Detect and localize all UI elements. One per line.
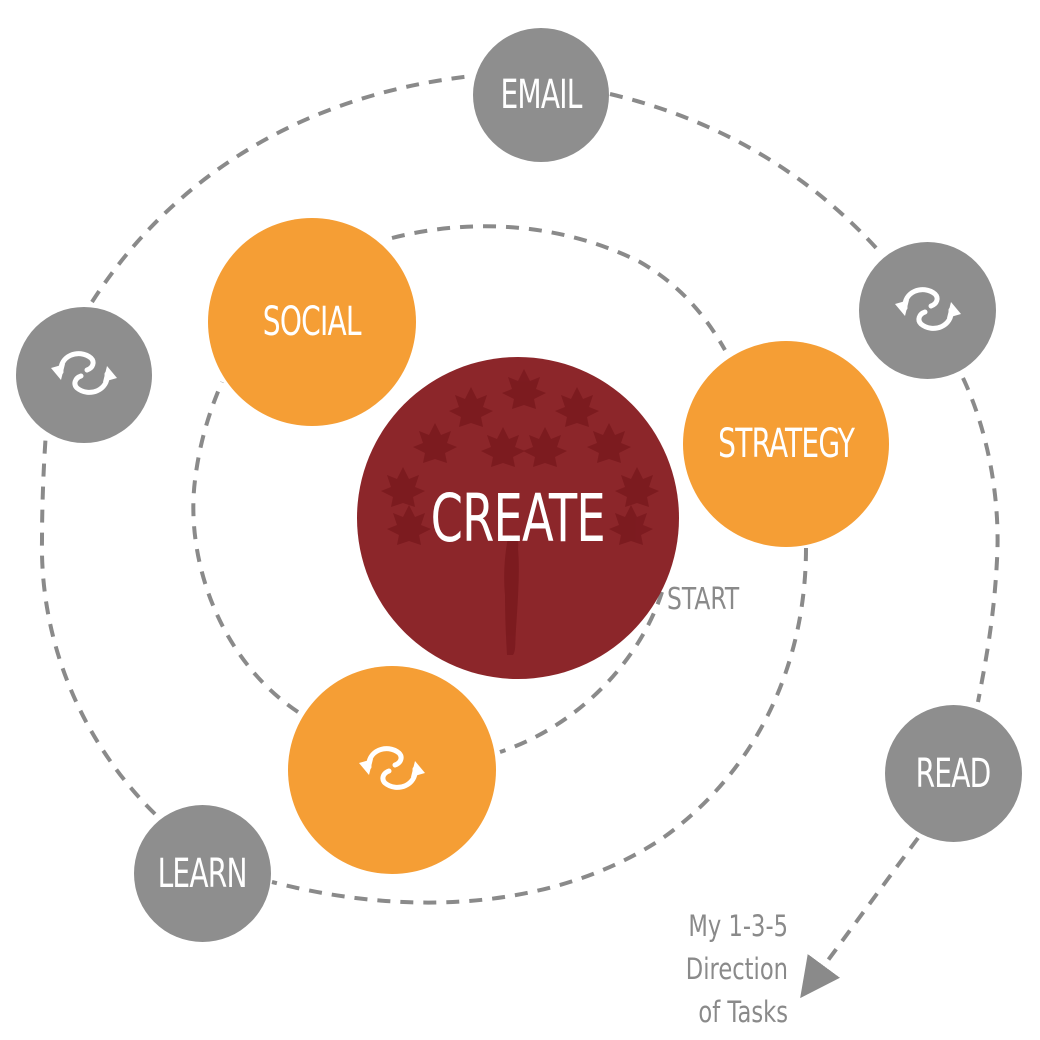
refresh-icon [347, 733, 437, 807]
strategy-label: STRATEGY [718, 421, 855, 467]
create-node: CREATE [357, 357, 679, 679]
outer-path-right [961, 377, 1000, 703]
email-node: EMAIL [473, 28, 609, 162]
create-label: CREATE [430, 479, 606, 557]
inner-path-top [391, 224, 727, 351]
direction-line-2: Direction [685, 952, 788, 986]
read-node: READ [885, 705, 1022, 842]
social-node: SOCIAL [208, 218, 416, 426]
learn-node: LEARN [134, 805, 271, 942]
strategy-node: STRATEGY [683, 341, 889, 547]
middle-path [271, 547, 808, 905]
inner-path-left [191, 381, 300, 714]
refresh-icon [883, 274, 973, 348]
maple-tree-person-illustration [381, 369, 659, 655]
outer-path-right-top [609, 92, 880, 252]
email-label: EMAIL [500, 72, 582, 118]
outer-path-left [39, 431, 157, 816]
direction-arrow [800, 836, 920, 999]
direction-line-1: My 1-3-5 [688, 909, 788, 943]
start-label: START [667, 583, 760, 617]
inner-refresh-node [288, 666, 496, 874]
direction-line-3: of Tasks [698, 995, 788, 1029]
outer-refresh-node-left [16, 307, 152, 443]
outer-path-top [90, 74, 473, 304]
read-label: READ [916, 750, 992, 797]
refresh-icon [39, 338, 129, 412]
direction-note: My 1-3-5 Direction of Tasks [648, 905, 788, 1034]
learn-label: LEARN [157, 850, 248, 897]
start-text: START [667, 582, 740, 617]
social-label: SOCIAL [263, 299, 362, 345]
inner-path-start [499, 591, 664, 754]
outer-refresh-node-right [859, 242, 996, 379]
